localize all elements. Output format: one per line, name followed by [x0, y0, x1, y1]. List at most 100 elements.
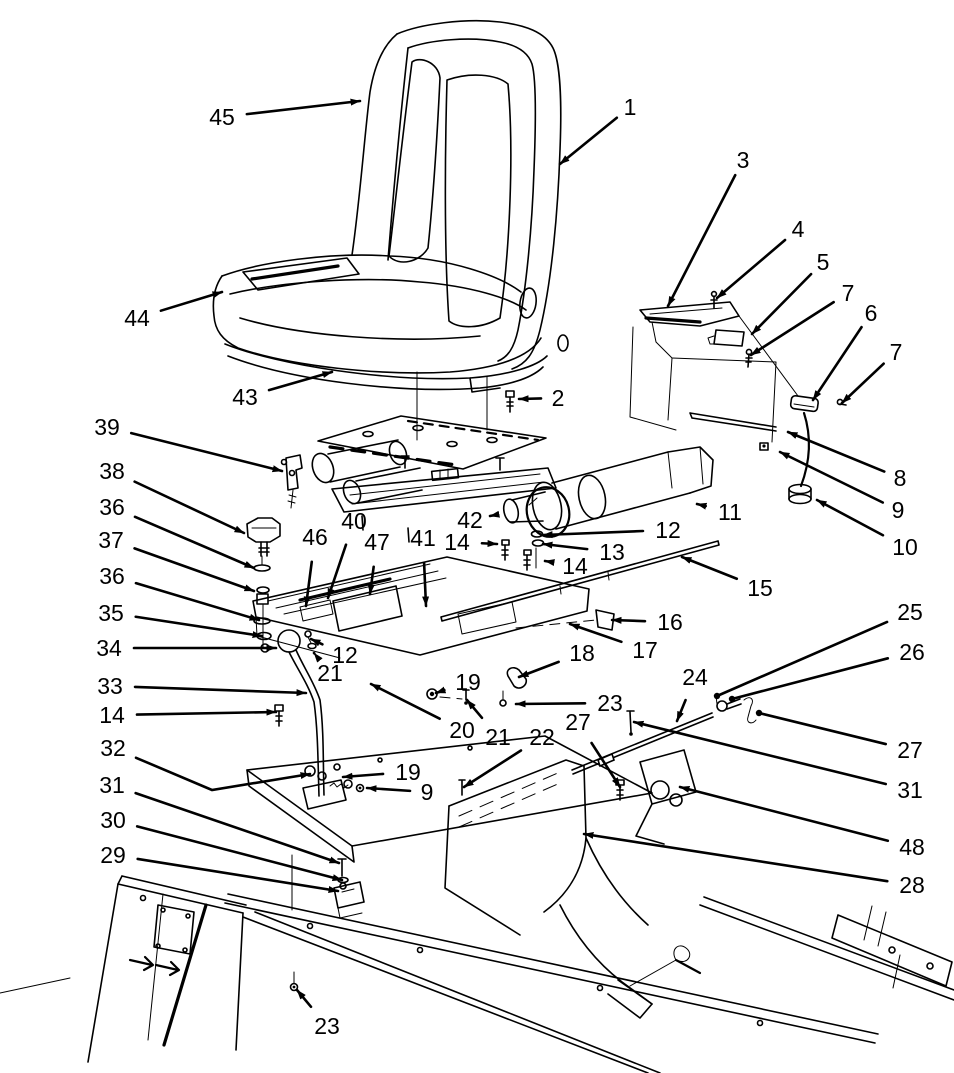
cable-lower-art: [571, 695, 757, 845]
callout-29-leader: [136, 857, 340, 893]
callout-37-label: 37: [98, 527, 124, 553]
callout-12-leader: [541, 529, 645, 539]
callout-16-label: 16: [657, 609, 683, 635]
callout-15-leader: [680, 555, 739, 581]
callout-41-leader: [422, 561, 430, 608]
callout-32-label: 32: [100, 735, 126, 761]
callout-7-leader: [840, 362, 885, 405]
callout-7-leader: [749, 300, 835, 357]
callout-11-label: 11: [718, 499, 742, 525]
callout-47-leader: [367, 565, 375, 596]
callout-37-leader: [133, 547, 256, 593]
callout-39: 39: [94, 414, 284, 473]
suspension-art: [280, 415, 571, 543]
callout-42: 42: [457, 507, 501, 533]
callout-36-label: 36: [99, 563, 125, 589]
callout-19-label: 19: [455, 669, 481, 695]
callout-35: 35: [98, 600, 264, 639]
callout-28-leader: [582, 832, 889, 883]
callout-25-label: 25: [897, 599, 923, 625]
callout-35-label: 35: [98, 600, 124, 626]
callout-28: 28: [582, 832, 925, 898]
callout-19-leader: [341, 772, 385, 780]
callout-23-label: 23: [314, 1013, 340, 1039]
callout-27-dot: [755, 709, 763, 717]
callout-16-leader: [610, 616, 647, 624]
callout-23-leader: [514, 700, 587, 708]
callout-19-leader: [434, 686, 447, 695]
callout-36-leader: [134, 581, 261, 622]
callout-45-leader: [245, 98, 362, 116]
callout-19: 19: [341, 759, 421, 785]
callout-1-leader: [558, 116, 619, 166]
callout-16: 16: [610, 609, 683, 635]
callout-12-label: 12: [655, 517, 681, 543]
callout-18-leader: [517, 660, 560, 679]
callout-4-leader: [715, 238, 787, 300]
frame-art: [0, 854, 954, 1073]
callout-20: 20: [369, 682, 475, 743]
callout-9: 9: [365, 779, 434, 805]
callout-37: 37: [98, 527, 256, 593]
callout-40: 40: [326, 508, 367, 600]
callout-28-label: 28: [899, 872, 925, 898]
callout-48-leader: [678, 785, 890, 843]
callout-21-label: 21: [485, 724, 511, 750]
callout-23-leader: [295, 988, 313, 1009]
callout-31-leader: [134, 791, 341, 865]
callout-9-leader: [365, 785, 412, 793]
callout-40-label: 40: [341, 508, 367, 534]
callout-10: 10: [815, 498, 918, 560]
callout-34: 34: [96, 635, 278, 661]
callout-17: 17: [568, 622, 658, 663]
callout-14: 14: [444, 529, 499, 555]
callout-47-label: 47: [364, 529, 390, 555]
callout-6-label: 6: [865, 300, 878, 326]
callout-36-label: 36: [99, 494, 125, 520]
callout-21-label: 21: [317, 660, 343, 686]
callout-33: 33: [97, 673, 308, 699]
callout-21: 21: [312, 651, 343, 686]
callout-38-leader: [133, 480, 246, 535]
callout-9-label: 9: [421, 779, 434, 805]
callout-30-label: 30: [100, 807, 126, 833]
callout-27: 27: [565, 709, 622, 789]
callout-2-label: 2: [552, 385, 565, 411]
callout-12: 12: [309, 637, 358, 668]
cover-panel-art: [252, 556, 615, 689]
callout-36: 36: [99, 494, 256, 570]
callout-8-label: 8: [894, 465, 907, 491]
callout-25: 25: [713, 599, 923, 700]
callout-26: 26: [728, 639, 925, 703]
callout-41: 41: [410, 525, 436, 608]
callout-14-label: 14: [562, 553, 588, 579]
callout-46-label: 46: [302, 524, 328, 550]
callout-25-dot: [713, 692, 721, 700]
callout-44: 44: [124, 290, 224, 331]
callout-6-leader: [811, 325, 863, 402]
callout-9-leader: [778, 450, 885, 504]
callout-27-label: 27: [897, 737, 923, 763]
callout-14-leader: [135, 708, 278, 716]
callout-8: 8: [786, 430, 907, 491]
callout-25-leader: [715, 620, 889, 698]
callout-10-leader: [815, 498, 885, 537]
callout-17-leader: [568, 622, 623, 644]
callout-31: 31: [632, 720, 923, 803]
callout-23: 23: [514, 690, 623, 716]
latch-plate-and-tower-art: [629, 290, 799, 443]
callout-41-label: 41: [410, 525, 436, 551]
callout-8-leader: [786, 430, 886, 473]
callout-27-leader: [590, 741, 622, 789]
callout-46: 46: [302, 524, 328, 608]
callout-19-label: 19: [395, 759, 421, 785]
callout-44-leader: [159, 290, 224, 312]
callout-5-label: 5: [817, 249, 830, 275]
callout-4: 4: [715, 216, 805, 300]
callout-5: 5: [750, 249, 830, 336]
lever-art: [277, 629, 325, 797]
callout-47: 47: [364, 529, 390, 596]
callout-3-leader: [666, 173, 737, 308]
